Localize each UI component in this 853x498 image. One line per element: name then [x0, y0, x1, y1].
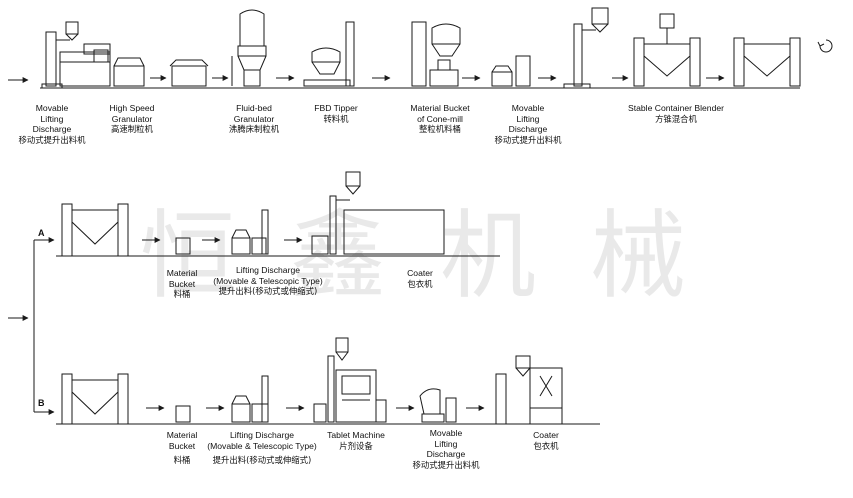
branch-b-tag: B — [38, 398, 45, 408]
label-a-coater: Coater 包衣机 — [407, 268, 433, 289]
label-movable-lifting-discharge-2: Movable Lifting Discharge 移动式提升出料机 — [494, 103, 562, 145]
label-high-speed-granulator: High Speed Granulator 高速制粒机 — [109, 103, 155, 134]
label-cone-mill-bucket: Material Bucket of Cone-mill 整粒机料桶 — [410, 103, 470, 134]
branch-a-lifting-discharge — [231, 209, 269, 255]
branch-b-tablet-machine — [313, 337, 387, 423]
branch-b-blender — [61, 373, 129, 425]
branch-connector — [8, 237, 55, 415]
label-b-movable-lifting-discharge: Movable Lifting Discharge 移动式提升出料机 — [412, 428, 480, 470]
branch-b-movable-lifting-discharge — [419, 388, 457, 423]
machine-stable-container-blender-1 — [633, 13, 701, 87]
branch-a-blender — [61, 203, 129, 257]
label-a-material-bucket: Material Bucket 料桶 — [166, 268, 198, 299]
branch-a-tag: A — [38, 228, 45, 238]
label-fbd-tipper: FBD Tipper 转料机 — [314, 103, 358, 124]
branch-b-material-bucket — [175, 405, 191, 423]
label-fluid-bed-granulator: Fluid-bed Granulator 沸腾床制粒机 — [228, 103, 280, 134]
label-b-tablet-machine: Tablet Machine 片剂设备 — [327, 430, 385, 451]
machine-fbd-tipper — [303, 21, 355, 87]
branch-b-lifting-discharge — [231, 375, 269, 423]
machine-stable-container-blender-2 — [733, 37, 801, 87]
label-b-coater: Coater 包衣机 — [533, 430, 559, 451]
branch-b-coater — [495, 355, 563, 425]
label-movable-lifting-discharge-1: Movable Lifting Discharge 移动式提升出料机 — [18, 103, 86, 145]
branch-a-material-bucket — [175, 237, 191, 255]
machine-fluid-bed-granulator — [231, 9, 267, 87]
rotation-icon — [817, 39, 833, 53]
branch-a-coater — [311, 171, 445, 255]
label-a-lifting-discharge: Lifting Discharge (Movable & Telescopic … — [213, 265, 323, 296]
machine-cone-mill-bucket — [411, 21, 461, 87]
label-b-lifting-discharge: Lifting Discharge (Movable & Telescopic … — [207, 430, 317, 465]
machine-fluid-bed-trolley — [169, 59, 209, 87]
machine-movable-lifting-discharge-2 — [491, 7, 609, 89]
label-b-material-bucket: Material Bucket 料桶 — [166, 430, 198, 465]
machine-high-speed-granulator — [59, 43, 145, 87]
label-stable-container-blender: Stable Container Blender 方锥混合机 — [627, 103, 725, 124]
watermark-char-4: 械 — [590, 200, 688, 312]
